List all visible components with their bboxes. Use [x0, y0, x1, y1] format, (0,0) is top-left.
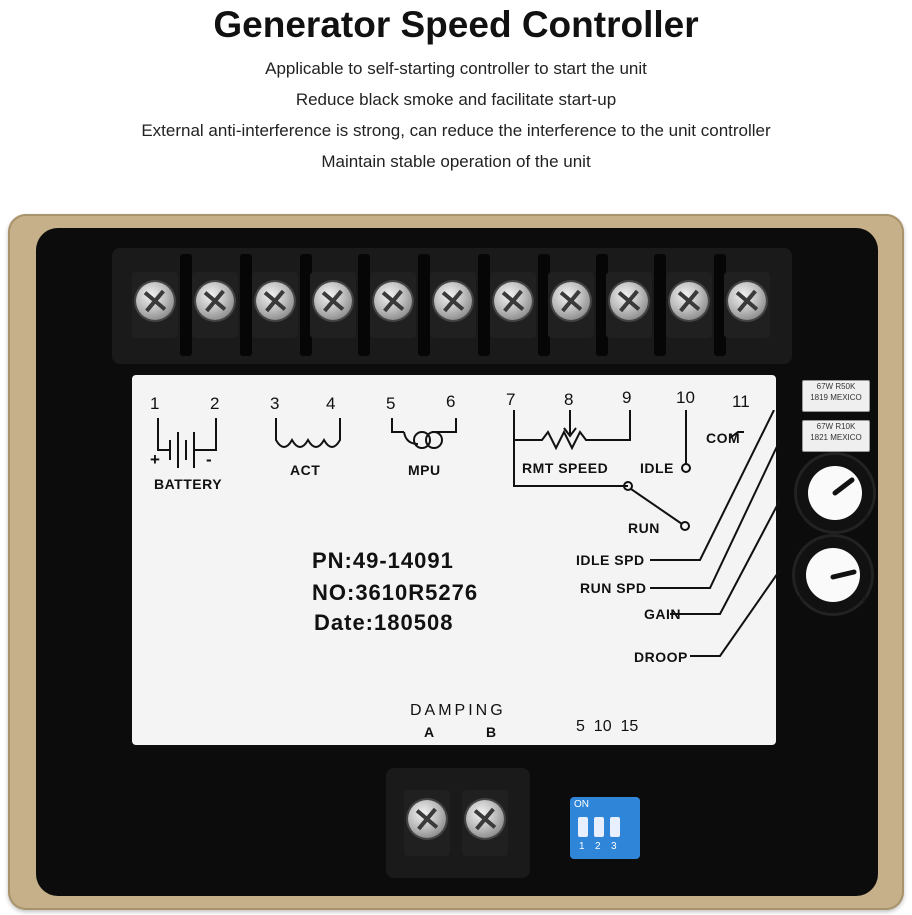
com-label: COM — [706, 430, 741, 446]
terminal-1[interactable] — [132, 272, 178, 338]
terminal-separator — [714, 254, 726, 356]
droop-knob[interactable]: 50 0 100 — [792, 534, 874, 616]
terminal-separator — [240, 254, 252, 356]
callout-idle-spd: IDLE SPD — [576, 552, 645, 568]
screw-icon — [256, 282, 294, 320]
damping-a: A — [424, 724, 435, 740]
feature-line-4: Maintain stable operation of the unit — [321, 152, 591, 171]
terminal-number-7: 7 — [506, 390, 516, 409]
terminal-number-6: 6 — [446, 392, 456, 411]
feature-line-3: External anti-interference is strong, ca… — [141, 121, 771, 140]
dip-number-3: 3 — [611, 841, 617, 852]
droop-pointer-icon — [830, 569, 857, 580]
terminal-number-10: 10 — [676, 388, 695, 407]
dip-switch-1[interactable] — [578, 817, 588, 837]
serial-number: NO:3610R5276 — [312, 580, 479, 605]
terminal-number-9: 9 — [622, 388, 632, 407]
dip-switch[interactable]: ON 1 2 3 — [570, 797, 640, 859]
terminal-number-2: 2 — [210, 394, 220, 413]
manufacture-date: Date:180508 — [314, 610, 454, 635]
terminal-number-5: 5 — [386, 394, 396, 413]
screw-icon — [610, 282, 648, 320]
gain-scale-left: 0 — [801, 511, 807, 521]
mpu-label: MPU — [408, 462, 441, 478]
pot-label-1-line2: 1819 MEXICO — [810, 393, 862, 402]
feature-line-2: Reduce black smoke and facilitate start-… — [295, 90, 617, 109]
terminal-2[interactable] — [192, 272, 238, 338]
pot-label-1: 67W R50K 1819 MEXICO — [802, 380, 870, 412]
terminal-separator — [478, 254, 490, 356]
gain-knob[interactable]: 50 0 100 — [794, 452, 876, 534]
terminal-5[interactable] — [370, 272, 416, 338]
terminal-number-1: 1 — [150, 394, 160, 413]
rmt-speed-label: RMT SPEED — [522, 460, 609, 476]
screw-icon — [434, 282, 472, 320]
schematic-diagram — [157, 410, 780, 657]
screw-icon — [494, 282, 532, 320]
battery-minus: - — [206, 450, 212, 469]
pot-label-2-line1: 67W R10K — [816, 422, 856, 431]
screw-icon — [466, 800, 504, 838]
screw-icon — [136, 282, 174, 320]
feature-line-1: Applicable to self-starting controller t… — [265, 59, 647, 78]
terminal-8[interactable] — [548, 272, 594, 338]
terminal-separator — [418, 254, 430, 356]
screw-icon — [552, 282, 590, 320]
terminal-separator — [180, 254, 192, 356]
screw-icon — [728, 282, 766, 320]
part-number: PN:49-14091 — [312, 548, 454, 573]
damping-terminal-b[interactable] — [462, 790, 508, 856]
gain-scale-top: 50 — [831, 457, 842, 467]
screw-icon — [670, 282, 708, 320]
terminal-9[interactable] — [606, 272, 652, 338]
screw-icon — [314, 282, 352, 320]
dip-switch-2[interactable] — [594, 817, 604, 837]
terminal-4[interactable] — [310, 272, 356, 338]
dip-number-1: 1 — [579, 841, 585, 852]
callout-run-spd: RUN SPD — [580, 580, 647, 596]
pot-label-1-line1: 67W R50K — [816, 382, 856, 391]
callout-droop: DROOP — [634, 649, 688, 665]
terminal-separator — [358, 254, 370, 356]
droop-scale-right: 100 — [851, 593, 867, 603]
terminal-10[interactable] — [666, 272, 712, 338]
screw-icon — [408, 800, 446, 838]
pot-label-2-line2: 1821 MEXICO — [810, 433, 862, 442]
dip-on-label: ON — [574, 799, 589, 810]
terminal-number-3: 3 — [270, 394, 280, 413]
terminal-6[interactable] — [430, 272, 476, 338]
gain-pointer-icon — [832, 477, 855, 496]
dip-number-2: 2 — [595, 841, 601, 852]
terminal-number-8: 8 — [564, 390, 574, 409]
dip-switch-3[interactable] — [610, 817, 620, 837]
page-title: Generator Speed Controller — [213, 4, 699, 45]
droop-scale-left: 0 — [799, 593, 805, 603]
droop-scale-top: 50 — [829, 539, 840, 549]
screw-icon — [196, 282, 234, 320]
run-label: RUN — [628, 520, 660, 536]
terminal-number-4: 4 — [326, 394, 336, 413]
damping-scale: 5 10 15 — [576, 718, 639, 735]
terminal-separator — [596, 254, 608, 356]
terminal-separator — [538, 254, 550, 356]
terminal-separator — [654, 254, 666, 356]
terminal-3[interactable] — [252, 272, 298, 338]
pot-label-2: 67W R10K 1821 MEXICO — [802, 420, 870, 452]
terminal-separator — [300, 254, 312, 356]
damping-label: DAMPING — [410, 702, 506, 719]
callout-gain: GAIN — [644, 606, 681, 622]
gain-scale-right: 100 — [853, 511, 869, 521]
idle-label: IDLE — [640, 460, 674, 476]
battery-label: BATTERY — [154, 476, 223, 492]
damping-terminal-a[interactable] — [404, 790, 450, 856]
terminal-number-11: 11 — [732, 392, 750, 411]
screw-icon — [374, 282, 412, 320]
terminal-11[interactable] — [724, 272, 770, 338]
battery-plus: + — [150, 450, 160, 469]
damping-b: B — [486, 724, 497, 740]
act-label: ACT — [290, 462, 321, 478]
terminal-7[interactable] — [490, 272, 536, 338]
